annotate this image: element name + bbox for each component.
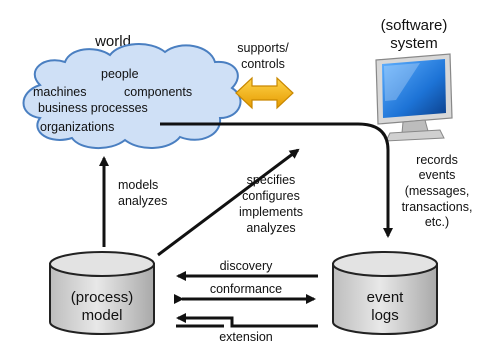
specifies-line-3: implements (239, 205, 303, 219)
specifies-line-4: analyzes (246, 221, 295, 235)
cloud-line-business-processes: business processes (38, 101, 148, 115)
records-line-1: records (416, 153, 458, 167)
extension-label: extension (219, 330, 273, 343)
computer-monitor-icon (375, 53, 453, 142)
supports-label-line1: supports/ (237, 41, 289, 55)
event-logs-label-line2: logs (371, 307, 399, 324)
event-logs-cylinder (332, 251, 438, 335)
system-title-line2: system (390, 35, 438, 52)
discovery-label: discovery (220, 259, 274, 273)
world-cloud (22, 43, 242, 149)
supports-double-arrow (235, 76, 294, 110)
process-model-label-line2: model (82, 307, 123, 324)
records-line-4: transactions, (402, 200, 473, 214)
records-line-5: etc.) (425, 215, 449, 229)
models-label-line2: analyzes (118, 194, 167, 208)
process-model-label-line1: (process) (71, 289, 134, 306)
model-to-system-arrow (157, 148, 300, 257)
conformance-label: conformance (210, 282, 282, 296)
supports-label-line2: controls (241, 57, 285, 71)
event-logs-label-line1: event (367, 289, 405, 306)
cloud-line-people: people (101, 67, 139, 81)
system-title-line1: (software) (381, 17, 448, 34)
specifies-line-2: configures (242, 189, 300, 203)
records-line-3: (messages, (405, 184, 470, 198)
cloud-line-organizations: organizations (40, 120, 114, 134)
cloud-line-components: components (124, 85, 192, 99)
records-line-2: events (419, 168, 456, 182)
world-to-logs-arrow (160, 122, 393, 238)
extension-arrow (176, 313, 318, 328)
cloud-line-machines: machines (33, 85, 87, 99)
process-model-cylinder (49, 251, 155, 335)
models-label-line1: models (118, 178, 158, 192)
specifies-line-1: specifies (247, 173, 296, 187)
